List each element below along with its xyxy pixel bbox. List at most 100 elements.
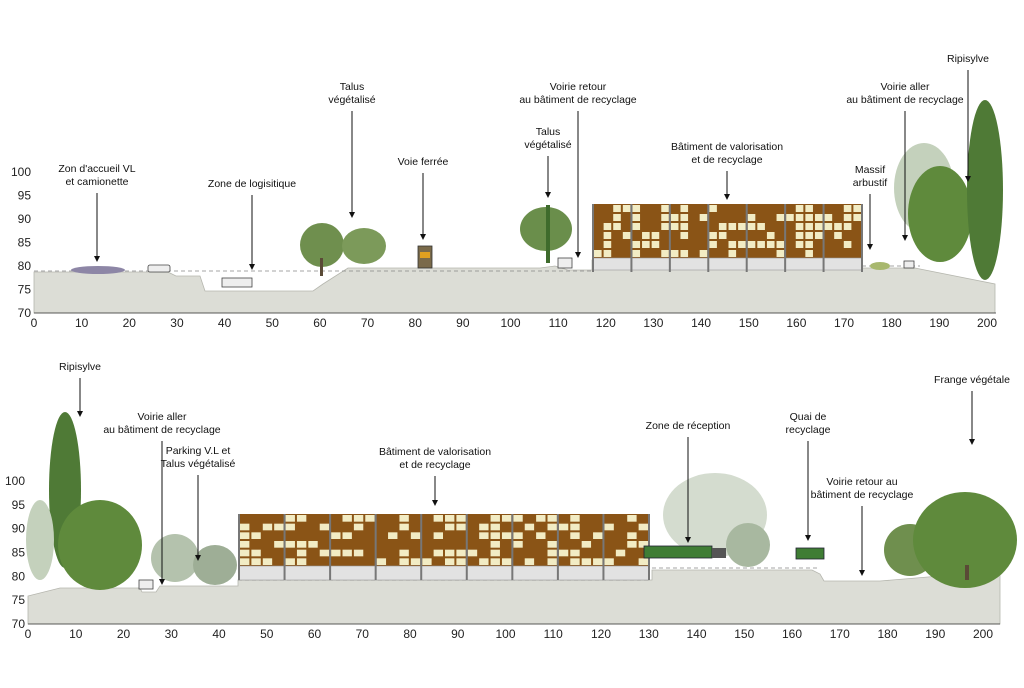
car-icon xyxy=(147,264,171,273)
y-tick-label: 90 xyxy=(12,522,26,536)
x-tick-label: 160 xyxy=(782,627,802,641)
arrow-head-icon xyxy=(965,176,971,182)
x-tick-label: 130 xyxy=(643,316,663,330)
annotation-label: Talus végétalisé xyxy=(161,458,236,470)
y-tick-label: 80 xyxy=(18,259,32,273)
annotation-label: Massif xyxy=(855,164,885,176)
x-tick-label: 40 xyxy=(218,316,232,330)
annotation-label: Ripisylve xyxy=(947,53,989,65)
y-axis: 100 95 90 85 80 75 70 xyxy=(11,165,31,320)
annotation-label: Frange végétale xyxy=(934,374,1010,386)
car-icon xyxy=(138,579,154,590)
x-tick-label: 180 xyxy=(882,316,902,330)
x-tick-label: 90 xyxy=(456,316,470,330)
arrow-head-icon xyxy=(545,192,551,198)
y-tick-label: 85 xyxy=(18,236,32,250)
y-tick-label: 70 xyxy=(18,306,32,320)
y-tick-label: 95 xyxy=(18,189,32,203)
y-tick-label: 75 xyxy=(18,283,32,297)
x-tick-label: 50 xyxy=(260,627,274,641)
annotation-label: au bâtiment de recyclage xyxy=(846,94,963,106)
arrow-head-icon xyxy=(432,500,438,506)
annotation-label: au bâtiment de recyclage xyxy=(103,424,220,436)
annotation-label: Bâtiment de valorisation xyxy=(671,141,783,153)
x-tick-label: 20 xyxy=(123,316,137,330)
annotation-label: et camionette xyxy=(65,176,128,188)
x-tick-label: 190 xyxy=(925,627,945,641)
annotation-label: Zon d'accueil VL xyxy=(58,163,135,175)
annotation-label: végétalisé xyxy=(524,139,571,151)
x-tick-label: 70 xyxy=(361,316,375,330)
annotation-label: Voirie retour au xyxy=(826,476,897,488)
annotation-label: bâtiment de recyclage xyxy=(811,489,914,501)
x-tick-label: 100 xyxy=(500,316,520,330)
x-tick-label: 60 xyxy=(313,316,327,330)
x-tick-label: 170 xyxy=(830,627,850,641)
arrow-head-icon xyxy=(575,252,581,258)
y-tick-label: 100 xyxy=(5,474,25,488)
annotation-label: recyclage xyxy=(786,424,831,436)
y-tick-label: 80 xyxy=(12,569,26,583)
annotation-label: Voirie retour xyxy=(550,81,607,93)
annotation-label: Zone de réception xyxy=(646,420,731,432)
arrow-head-icon xyxy=(420,234,426,240)
x-tick-label: 0 xyxy=(31,316,38,330)
x-tick-label: 40 xyxy=(212,627,226,641)
arrow-head-icon xyxy=(902,235,908,241)
annotation-label: Talus xyxy=(340,81,365,93)
x-tick-label: 150 xyxy=(734,627,754,641)
x-tick-label: 200 xyxy=(973,627,993,641)
recycling-building xyxy=(238,514,650,581)
annotation-label: Quai de xyxy=(790,411,827,423)
x-tick-label: 80 xyxy=(409,316,423,330)
x-tick-label: 120 xyxy=(596,316,616,330)
x-tick-label: 110 xyxy=(544,627,563,641)
arrow-head-icon xyxy=(685,537,691,543)
annotation-label: végétalisé xyxy=(328,94,375,106)
arrow-head-icon xyxy=(77,411,83,417)
truck-icon xyxy=(643,545,713,559)
x-tick-label: 150 xyxy=(739,316,759,330)
x-tick-label: 0 xyxy=(25,627,32,641)
annotation-label: Voirie aller xyxy=(880,81,930,93)
truck-icon xyxy=(221,277,253,288)
annotation-label: et de recyclage xyxy=(399,459,470,471)
y-tick-label: 75 xyxy=(12,593,26,607)
arrow-head-icon xyxy=(859,570,865,576)
x-tick-label: 70 xyxy=(356,627,370,641)
x-tick-label: 50 xyxy=(266,316,280,330)
annotation-label: Voie ferrée xyxy=(398,156,449,168)
ground-profile xyxy=(33,259,996,314)
annotation-label: Bâtiment de valorisation xyxy=(379,446,491,458)
x-tick-label: 80 xyxy=(403,627,417,641)
x-tick-label: 140 xyxy=(686,627,706,641)
hedge xyxy=(71,266,125,274)
y-tick-label: 95 xyxy=(12,498,26,512)
x-tick-label: 20 xyxy=(117,627,131,641)
x-tick-label: 60 xyxy=(308,627,322,641)
y-tick-label: 100 xyxy=(11,165,31,179)
tree-group xyxy=(300,100,1003,280)
y-tick-label: 90 xyxy=(18,212,32,226)
x-tick-label: 10 xyxy=(75,316,89,330)
x-tick-label: 180 xyxy=(877,627,897,641)
x-tick-label: 100 xyxy=(495,627,515,641)
arrow-head-icon xyxy=(867,244,873,250)
x-tick-label: 90 xyxy=(451,627,465,641)
y-tick-label: 85 xyxy=(12,546,26,560)
arrow-head-icon xyxy=(159,579,165,585)
x-tick-label: 130 xyxy=(639,627,659,641)
arrow-head-icon xyxy=(805,535,811,541)
x-tick-label: 30 xyxy=(165,627,179,641)
x-tick-label: 30 xyxy=(170,316,184,330)
annotation-label: Talus xyxy=(536,126,561,138)
annotation-label: Voirie aller xyxy=(137,411,187,423)
x-tick-label: 170 xyxy=(834,316,854,330)
x-tick-label: 110 xyxy=(549,316,568,330)
